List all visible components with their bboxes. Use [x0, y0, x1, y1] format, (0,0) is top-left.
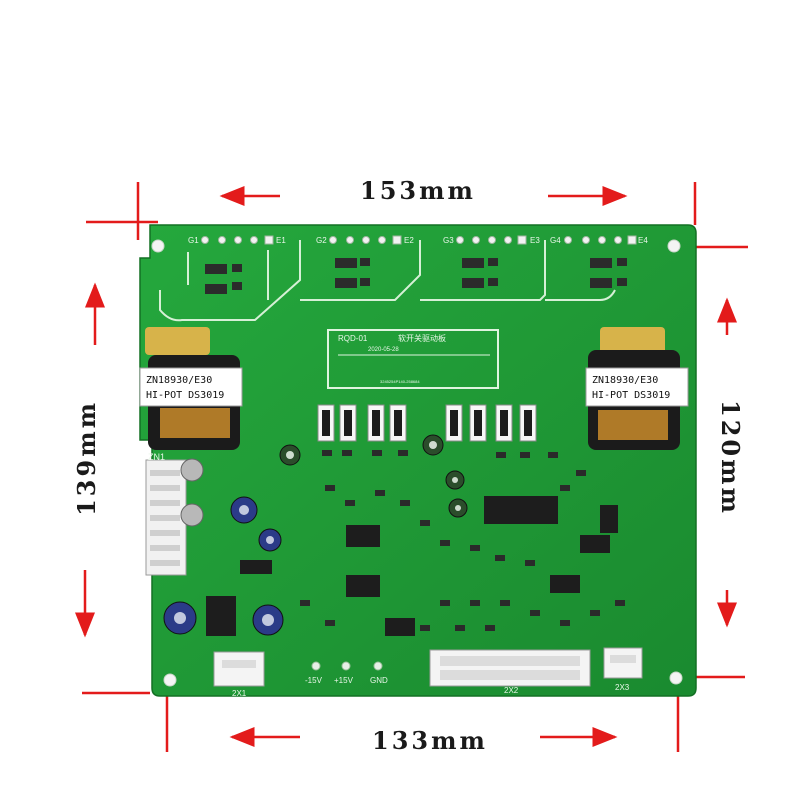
- svg-text:2X2: 2X2: [504, 686, 519, 695]
- dimension-arrows: [75, 182, 748, 752]
- svg-text:2X1: 2X1: [232, 689, 247, 698]
- svg-text:-15V: -15V: [305, 676, 323, 685]
- gate-labels: G1 E1 G2 E2 G3 E3 G4 E4: [188, 236, 648, 245]
- svg-text:E4: E4: [638, 236, 648, 245]
- zn1-pins: [150, 470, 180, 566]
- gate-sections: [159, 240, 616, 322]
- svg-text:G3: G3: [443, 236, 454, 245]
- transformer-left-label-2: HI-POT DS3019: [146, 390, 224, 401]
- smd-resistors: [300, 450, 625, 631]
- power-labels: -15V +15V GND: [305, 676, 388, 685]
- gate-pads: [201, 235, 637, 245]
- capacitors: [163, 434, 468, 636]
- smd-components-top: [205, 258, 627, 294]
- transformer-left-label-1: ZN18930/E30: [146, 375, 212, 386]
- svg-text:G4: G4: [550, 236, 561, 245]
- svg-text:+15V: +15V: [334, 676, 354, 685]
- svg-text:G2: G2: [316, 236, 327, 245]
- transformer-left: ZN18930/E30 HI-POT DS3019: [139, 327, 243, 450]
- transformer-right-label-2: HI-POT DS3019: [592, 390, 670, 401]
- dimension-bottom-label: 133mm: [372, 726, 488, 755]
- integrated-circuits: [206, 496, 618, 636]
- transformer-right-label-1: ZN18930/E30: [592, 375, 658, 386]
- power-pads: [311, 661, 383, 671]
- dimension-top-label: 153mm: [360, 176, 476, 205]
- mounting-holes: [151, 239, 683, 687]
- svg-text:G1: G1: [188, 236, 199, 245]
- connector-labels: 2X1 2X2 2X3: [232, 683, 630, 698]
- board-serial: 3245254P140-258684: [380, 379, 420, 384]
- board-model: RQD-01: [338, 334, 368, 343]
- svg-text:E3: E3: [530, 236, 540, 245]
- connector-pins: [222, 655, 636, 680]
- svg-text:E1: E1: [276, 236, 286, 245]
- zn1-label: ZN1: [148, 452, 165, 462]
- board-date: 2020-05-28: [368, 347, 399, 353]
- transistor-bodies: [322, 410, 532, 436]
- board-name: 软开关驱动板: [398, 333, 446, 343]
- svg-text:2X3: 2X3: [615, 683, 630, 692]
- label-panel: [327, 329, 499, 389]
- svg-text:GND: GND: [370, 676, 388, 685]
- transformer-right: ZN18930/E30 HI-POT DS3019: [585, 327, 689, 450]
- svg-text:E2: E2: [404, 236, 414, 245]
- dimension-right-label: 120mm: [716, 400, 745, 516]
